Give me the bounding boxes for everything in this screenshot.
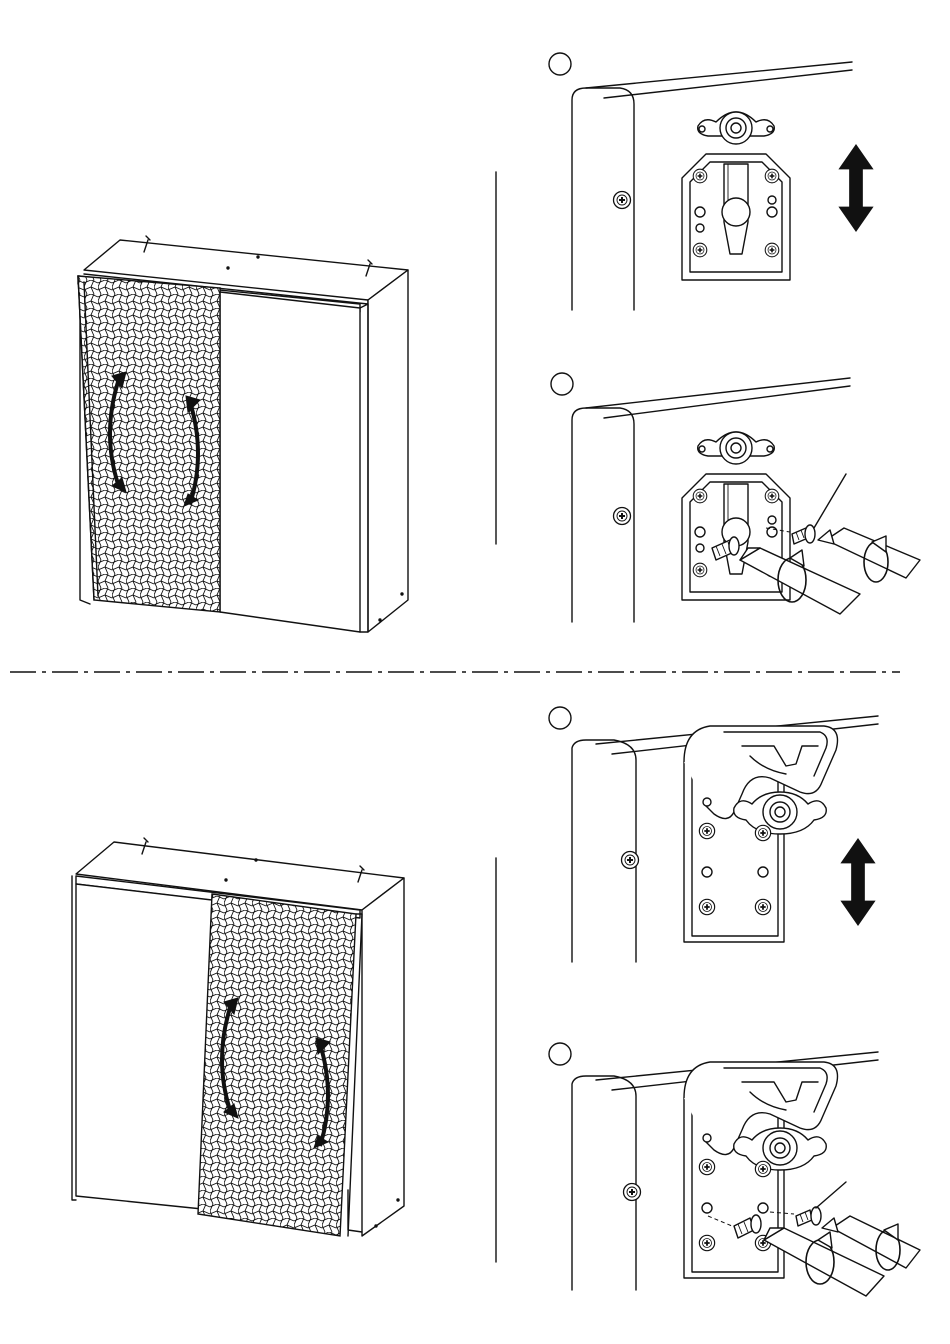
- step-2-fix-screws: [551, 373, 920, 622]
- screw-icon: [796, 1207, 821, 1226]
- cabinet-top: [78, 236, 408, 632]
- step-marker: [549, 1043, 571, 1065]
- step-4-fix-screws: [549, 1043, 920, 1296]
- step-marker: [551, 373, 573, 395]
- screwdriver-icon: [818, 528, 920, 578]
- double-arrow-icon: [840, 838, 875, 926]
- double-arrow-icon: [838, 144, 873, 232]
- screw-icon: [792, 525, 815, 544]
- step-3-adjust: [549, 707, 878, 962]
- cabinet-bottom: [72, 838, 404, 1236]
- step-1-adjust: [549, 53, 874, 310]
- step-marker: [549, 53, 571, 75]
- step-marker: [549, 707, 571, 729]
